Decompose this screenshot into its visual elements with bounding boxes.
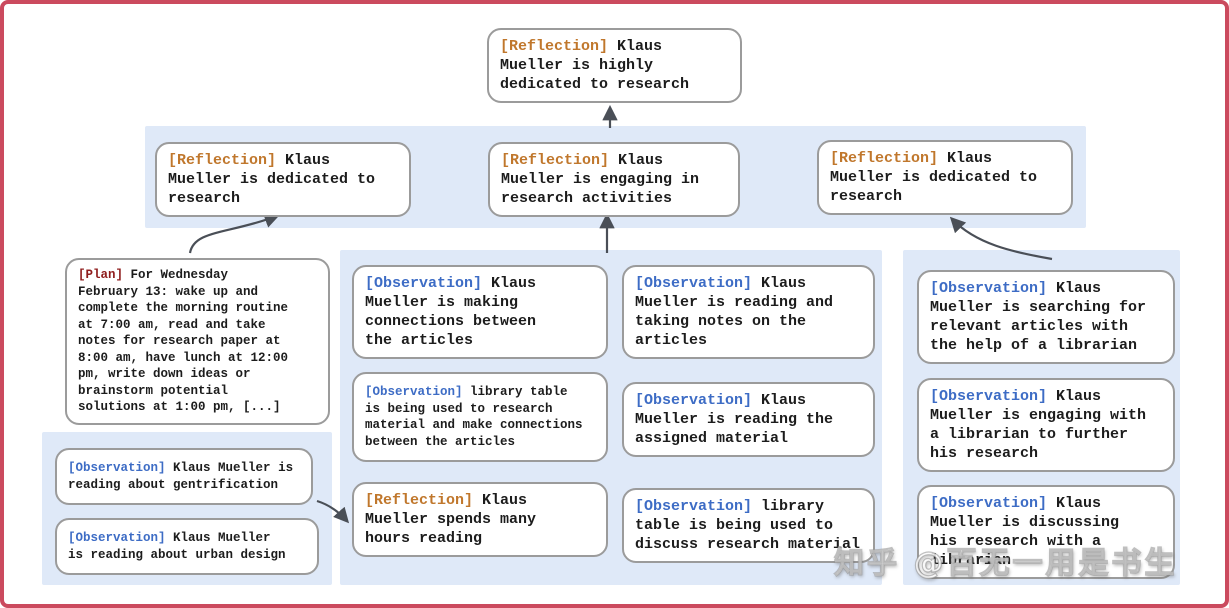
node-text: Klaus Mueller is discussing his research… — [930, 495, 1120, 569]
node-text: Klaus Mueller is engaging in research ac… — [501, 152, 700, 207]
observation-tag: [Observation] — [68, 461, 166, 475]
node-text: For Wednesday February 13: wake up and c… — [78, 268, 289, 414]
node-top-reflection: [Reflection] Klaus Mueller is highly ded… — [487, 28, 742, 103]
node-row2-reflection-right: [Reflection] Klaus Mueller is dedicated … — [817, 140, 1073, 215]
node-obs-librarian-search: [Observation] Klaus Mueller is searching… — [917, 270, 1175, 364]
observation-tag: [Observation] — [635, 498, 753, 515]
node-obs-librarian-discuss: [Observation] Klaus Mueller is discussin… — [917, 485, 1175, 579]
node-text: library table is being used to research … — [365, 385, 583, 449]
reflection-tag: [Reflection] — [501, 152, 610, 169]
node-obs-making-connections: [Observation] Klaus Mueller is making co… — [352, 265, 608, 359]
node-reflection-hours-reading: [Reflection] Klaus Mueller spends many h… — [352, 482, 608, 557]
observation-tag: [Observation] — [365, 275, 483, 292]
observation-tag: [Observation] — [930, 495, 1048, 512]
node-text: Klaus Mueller spends many hours reading — [365, 492, 537, 547]
node-text: Klaus Mueller is dedicated to research — [168, 152, 376, 207]
node-text: Klaus Mueller is reading about gentrific… — [68, 461, 294, 492]
observation-tag: [Observation] — [635, 275, 753, 292]
plan-tag: [Plan] — [78, 268, 124, 282]
node-text: library table is being used to discuss r… — [635, 498, 861, 553]
observation-tag: [Observation] — [635, 392, 753, 409]
node-obs-taking-notes: [Observation] Klaus Mueller is reading a… — [622, 265, 875, 359]
observation-tag: [Observation] — [930, 280, 1048, 297]
node-obs-librarian-engage: [Observation] Klaus Mueller is engaging … — [917, 378, 1175, 472]
node-text: Klaus Mueller is making connections betw… — [365, 275, 537, 349]
reflection-tag: [Reflection] — [168, 152, 277, 169]
node-text: Klaus Mueller is engaging with a librari… — [930, 388, 1147, 462]
node-obs-library-table-research: [Observation] library table is being use… — [352, 372, 608, 462]
node-obs-assigned-material: [Observation] Klaus Mueller is reading t… — [622, 382, 875, 457]
node-plan: [Plan] For Wednesday February 13: wake u… — [65, 258, 330, 425]
node-text: Klaus Mueller is reading about urban des… — [68, 531, 286, 562]
node-obs-library-table-discuss: [Observation] library table is being use… — [622, 488, 875, 563]
observation-tag: [Observation] — [365, 385, 463, 399]
node-row2-reflection-left: [Reflection] Klaus Mueller is dedicated … — [155, 142, 411, 217]
reflection-tag: [Reflection] — [830, 150, 939, 167]
reflection-tag: [Reflection] — [365, 492, 474, 509]
node-obs-urban-design: [Observation] Klaus Mueller is reading a… — [55, 518, 319, 575]
node-text: Klaus Mueller is reading and taking note… — [635, 275, 834, 349]
node-row2-reflection-middle: [Reflection] Klaus Mueller is engaging i… — [488, 142, 740, 217]
node-text: Klaus Mueller is searching for relevant … — [930, 280, 1147, 354]
observation-tag: [Observation] — [930, 388, 1048, 405]
reflection-tag: [Reflection] — [500, 38, 609, 55]
node-text: Klaus Mueller is dedicated to research — [830, 150, 1038, 205]
observation-tag: [Observation] — [68, 531, 166, 545]
node-text: Klaus Mueller is reading the assigned ma… — [635, 392, 834, 447]
node-text: Klaus Mueller is highly dedicated to res… — [500, 38, 690, 93]
node-obs-gentrification: [Observation] Klaus Mueller is reading a… — [55, 448, 313, 505]
